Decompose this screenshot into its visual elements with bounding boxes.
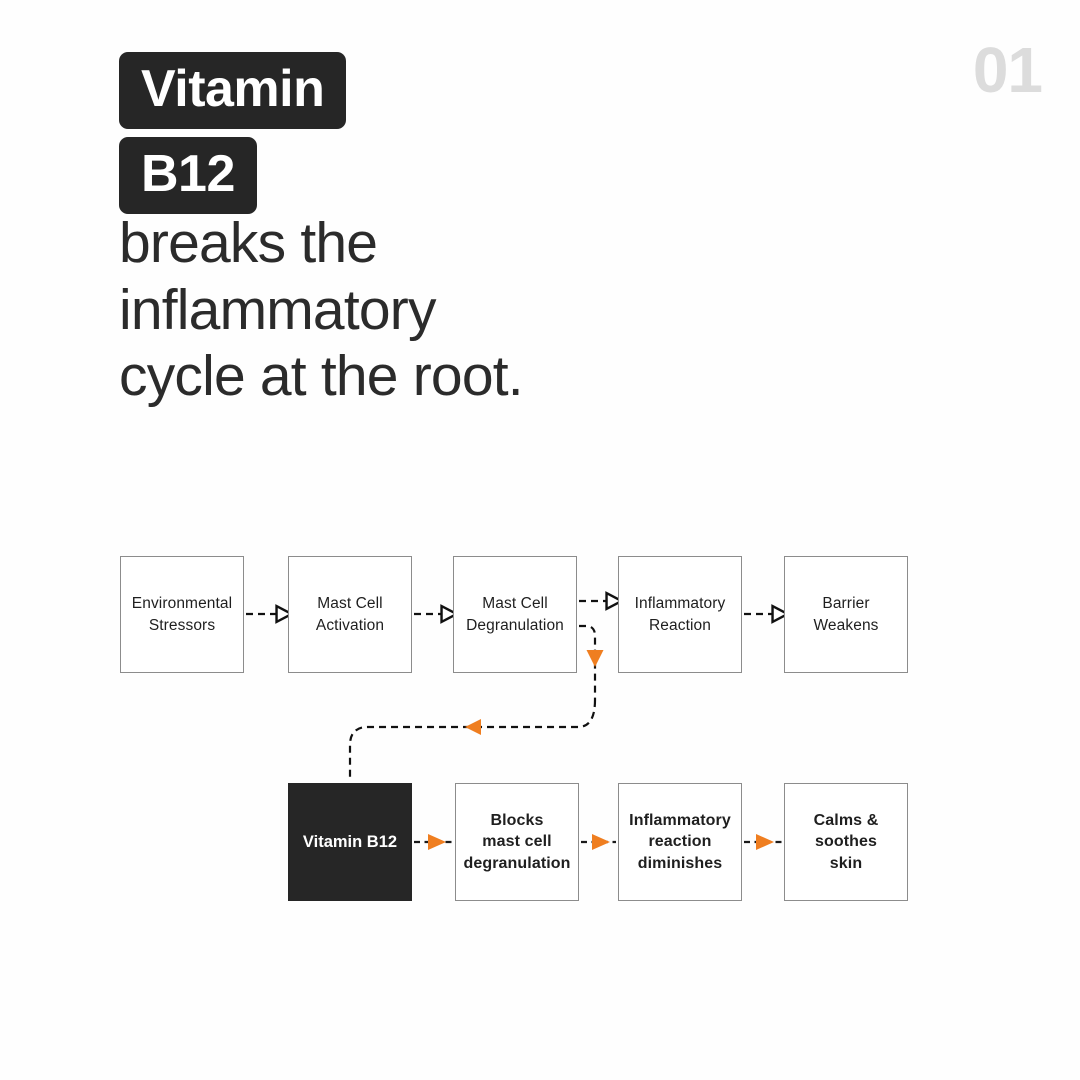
bottom-row-arrowheads	[428, 834, 774, 850]
node-label: Environmental Stressors	[131, 595, 233, 634]
node-calms-soothes-skin[interactable]: Calms & soothes skin	[784, 783, 908, 901]
arrow-left-orange	[465, 719, 481, 735]
node-label: Calms & soothes skin	[813, 811, 879, 872]
connector-loop-horizontal-to-b12	[348, 699, 597, 781]
node-label: Barrier Weakens	[813, 595, 879, 634]
node-mast-cell-activation[interactable]: Mast Cell Activation	[288, 556, 412, 673]
node-blocks-mast-cell-degranulation[interactable]: Blocks mast cell degranulation	[455, 783, 579, 901]
node-label: Inflammatory reaction diminishes	[629, 811, 731, 872]
node-inflammatory-reaction[interactable]: Inflammatory Reaction	[618, 556, 742, 673]
loop-arrowheads	[465, 650, 604, 735]
badge-row-1: Vitamin	[119, 52, 347, 129]
node-label: Blocks mast cell degranulation	[463, 811, 571, 872]
node-vitamin-b12[interactable]: Vitamin B12	[288, 783, 412, 901]
connector-loop-degranulation-down	[579, 624, 597, 700]
title-block: Vitamin B12	[119, 52, 347, 214]
node-barrier-weakens[interactable]: Barrier Weakens	[784, 556, 908, 673]
title-badge-vitamin: Vitamin	[119, 52, 347, 129]
headline-text: breaks the inflammatory cycle at the roo…	[119, 211, 524, 409]
node-label: Mast Cell Activation	[315, 595, 385, 634]
node-mast-cell-degranulation[interactable]: Mast Cell Degranulation	[453, 556, 577, 673]
arrow-right-orange-3	[756, 834, 774, 850]
arrow-down-orange	[586, 650, 604, 667]
node-label: Vitamin B12	[302, 832, 398, 851]
slide-number: 01	[972, 34, 1043, 106]
node-inflammatory-reaction-diminishes[interactable]: Inflammatory reaction diminishes	[618, 783, 742, 901]
node-label: Inflammatory Reaction	[634, 595, 726, 634]
node-environmental-stressors[interactable]: Environmental Stressors	[120, 556, 244, 673]
title-badge-b12: B12	[119, 137, 257, 214]
node-label: Mast Cell Degranulation	[466, 595, 564, 634]
arrow-right-orange-2	[592, 834, 610, 850]
arrow-right-orange-1	[428, 834, 446, 850]
badge-row-2: B12	[119, 129, 346, 214]
